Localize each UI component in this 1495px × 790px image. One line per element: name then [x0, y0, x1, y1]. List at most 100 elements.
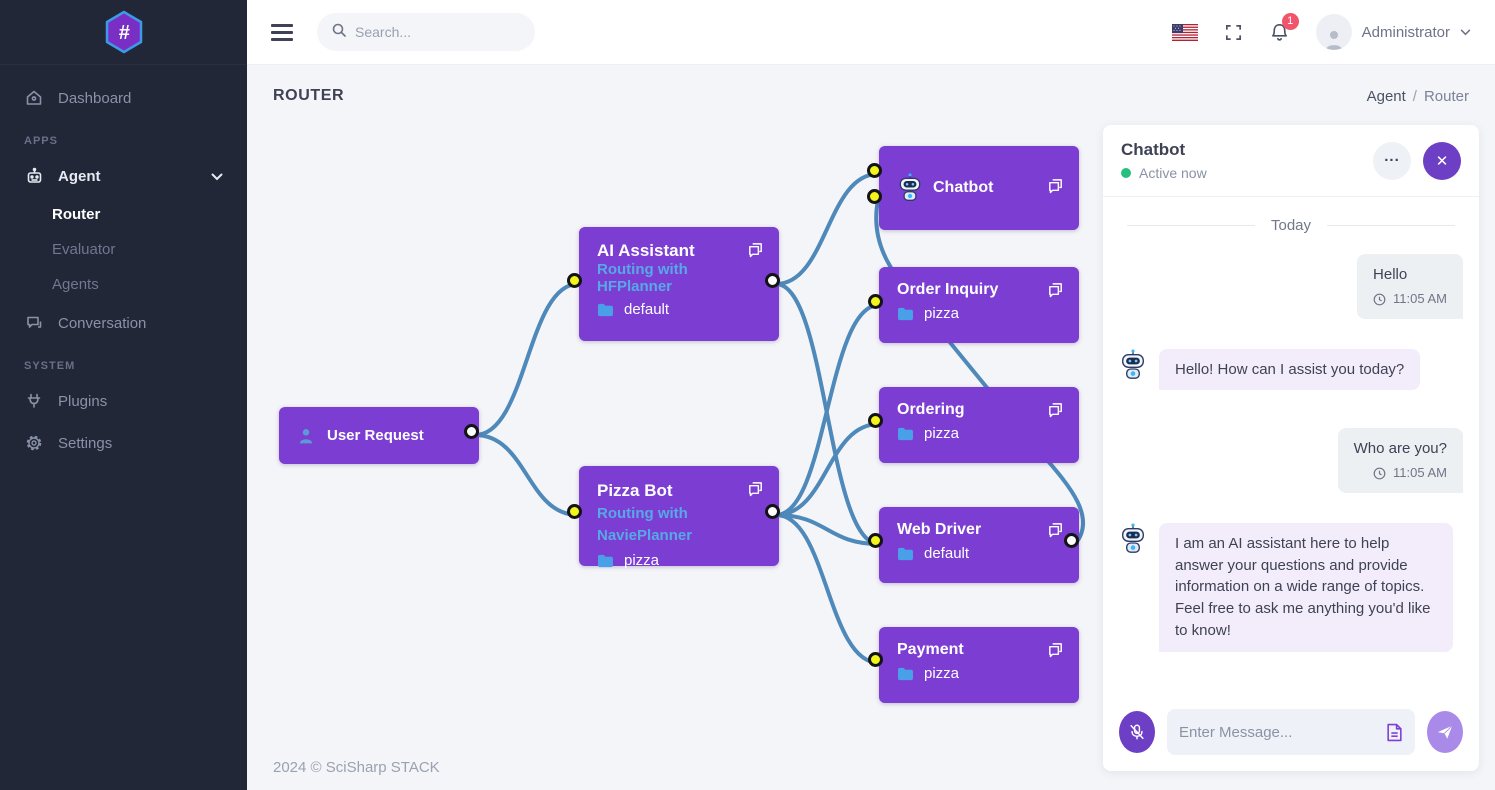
robot-icon — [24, 166, 44, 186]
mic-mute-button[interactable] — [1119, 711, 1155, 753]
handle-ordering-in[interactable] — [868, 413, 883, 428]
chat-message-outgoing: Who are you? 11:05 AM — [1119, 428, 1463, 493]
chat-message-incoming: Hello! How can I assist you today? — [1119, 348, 1463, 391]
language-flag-button[interactable] — [1171, 23, 1198, 41]
user-name: Administrator — [1361, 23, 1450, 41]
node-subtitle: Routing with HFPlanner — [597, 261, 688, 295]
edge-ai-assistant-to-chatbot — [774, 172, 880, 286]
sidebar-item-agent[interactable]: Agent — [0, 155, 247, 197]
node-order-inquiry[interactable]: Order Inquiry pizza — [879, 267, 1079, 343]
edge-pizza-bot-to-order-inquiry — [774, 303, 881, 517]
clock-icon — [1373, 467, 1386, 480]
handle-payment-in[interactable] — [868, 652, 883, 667]
folder-icon — [598, 303, 613, 316]
sidebar-item-dashboard[interactable]: Dashboard — [0, 77, 247, 119]
edge-web-driver-to-chatbot — [874, 198, 1086, 546]
node-title: Ordering — [897, 401, 965, 418]
node-ordering[interactable]: Ordering pizza — [879, 387, 1079, 463]
send-button[interactable] — [1427, 711, 1463, 753]
node-web-driver[interactable]: Web Driver default — [879, 507, 1079, 583]
day-divider: Today — [1127, 217, 1455, 234]
message-text: Hello — [1373, 266, 1408, 283]
chat-status: Active now — [1121, 165, 1207, 181]
user-menu[interactable]: Administrator — [1315, 14, 1471, 50]
sidebar-item-agents[interactable]: Agents — [0, 267, 247, 302]
chevron-down-icon — [1460, 29, 1471, 35]
sidebar-item-conversation[interactable]: Conversation — [0, 302, 247, 344]
node-folder: pizza — [924, 305, 960, 322]
chat-close-button[interactable]: ✕ — [1423, 141, 1461, 180]
breadcrumb-separator: / — [1412, 87, 1417, 105]
chat-input-bar — [1103, 695, 1479, 771]
node-title: User Request — [327, 427, 424, 444]
handle-ai-assistant-in[interactable] — [567, 273, 582, 288]
person-icon — [1325, 31, 1342, 50]
node-ai-assistant[interactable]: AI Assistant Routing with HFPlanner defa… — [579, 227, 779, 341]
node-user-request[interactable]: User Request — [279, 407, 479, 464]
menu-toggle-button[interactable] — [271, 23, 293, 41]
node-payment[interactable]: Payment pizza — [879, 627, 1079, 703]
brand-logo[interactable]: # — [0, 0, 247, 65]
handle-pizza-bot-out[interactable] — [765, 504, 780, 519]
chat-title: Chatbot — [1121, 140, 1186, 159]
handle-chatbot-in-2[interactable] — [867, 189, 882, 204]
search-box — [317, 13, 536, 51]
node-title: Web Driver — [897, 521, 982, 538]
breadcrumb-agent[interactable]: Agent — [1366, 87, 1406, 105]
main-area: 1 Administrator ROUTER Agent / Router — [247, 0, 1495, 790]
message-time: 11:05 AM — [1373, 290, 1447, 309]
chat-more-button[interactable]: ... — [1373, 141, 1411, 180]
folder-icon — [898, 667, 913, 680]
edge-user-request-to-ai-assistant — [473, 282, 580, 437]
topbar: 1 Administrator — [247, 0, 1495, 65]
search-input[interactable] — [355, 24, 536, 40]
node-pizza-bot[interactable]: Pizza Bot Routing with NaviePlanner pizz… — [579, 466, 779, 569]
sidebar-item-evaluator[interactable]: Evaluator — [0, 232, 247, 267]
sidebar-nav: Dashboard APPS Agent Router Evaluator Ag… — [0, 65, 247, 464]
node-folder: default — [924, 545, 970, 562]
handle-user-request-out[interactable] — [464, 424, 479, 439]
sidebar-item-settings[interactable]: Settings — [0, 422, 247, 464]
fullscreen-button[interactable] — [1224, 23, 1243, 42]
handle-web-driver-in[interactable] — [868, 533, 883, 548]
folder-icon — [898, 307, 913, 320]
chat-message-list[interactable]: Today Hello 11:05 AM Hello! How can I — [1103, 197, 1479, 695]
node-folder: pizza — [924, 665, 960, 682]
sidebar-item-label: Conversation — [58, 314, 147, 332]
handle-ai-assistant-out[interactable] — [765, 273, 780, 288]
sidebar-item-label: Settings — [58, 434, 113, 452]
sidebar-section-system: SYSTEM — [24, 360, 76, 372]
message-input[interactable] — [1179, 723, 1378, 741]
chat-log-icon[interactable] — [1046, 401, 1065, 425]
chat-log-icon[interactable] — [746, 241, 765, 265]
chevron-down-icon — [211, 168, 223, 185]
plug-icon — [24, 391, 44, 411]
avatar — [1315, 14, 1352, 50]
gear-icon — [24, 433, 44, 453]
edge-ai-assistant-to-web-driver — [774, 282, 881, 546]
handle-order-inquiry-in[interactable] — [868, 294, 883, 309]
chat-log-icon[interactable] — [1046, 177, 1065, 201]
handle-chatbot-in-1[interactable] — [867, 163, 882, 178]
online-status-dot — [1121, 168, 1131, 178]
node-chatbot[interactable]: Chatbot — [879, 146, 1079, 230]
sidebar-item-plugins[interactable]: Plugins — [0, 380, 247, 422]
fullscreen-icon — [1225, 24, 1241, 40]
node-subtitle: Routing with NaviePlanner — [597, 504, 693, 544]
home-icon — [24, 88, 44, 108]
chat-log-icon[interactable] — [746, 480, 765, 504]
notifications-button[interactable]: 1 — [1269, 12, 1299, 43]
folder-icon — [898, 427, 913, 440]
router-canvas: ROUTER Agent / Router User Request AI — [247, 65, 1495, 790]
chat-log-icon[interactable] — [1046, 281, 1065, 305]
attach-file-icon[interactable] — [1386, 723, 1403, 742]
hexagon-hash-logo-icon: # — [105, 10, 142, 54]
message-text: I am an AI assistant here to help answer… — [1159, 522, 1453, 652]
sidebar-item-router[interactable]: Router — [0, 197, 247, 232]
sidebar-item-label: Dashboard — [58, 89, 132, 107]
handle-web-driver-out[interactable] — [1064, 533, 1079, 548]
chat-log-icon[interactable] — [1046, 521, 1065, 545]
handle-pizza-bot-in[interactable] — [567, 504, 582, 519]
folder-icon — [598, 554, 613, 567]
chat-log-icon[interactable] — [1046, 641, 1065, 665]
